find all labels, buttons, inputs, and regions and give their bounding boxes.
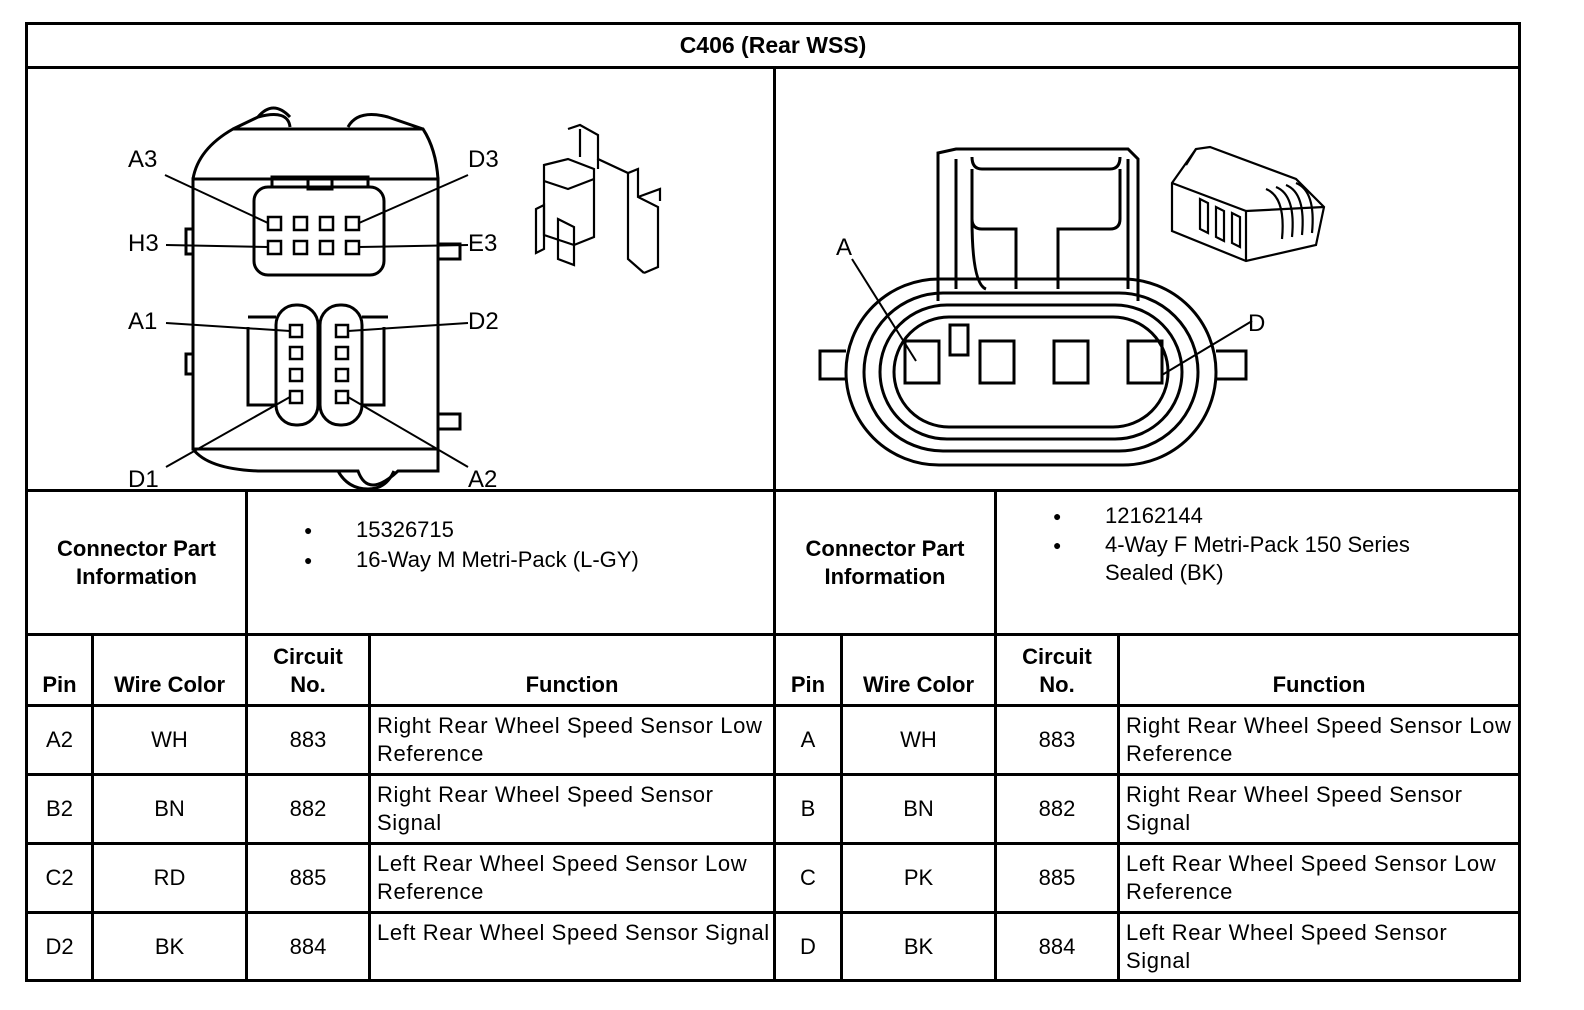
left-part-info-list: 15326715 16-Way M Metri-Pack (L-GY) <box>304 515 639 575</box>
pin-callout-a3: A3 <box>128 146 157 173</box>
pin-callout-d1: D1 <box>128 466 159 489</box>
right-part-description: 4-Way F Metri-Pack 150 Series Sealed (BK… <box>1053 531 1473 587</box>
left-partinfo-divider <box>245 489 248 636</box>
divider-row2-bottom <box>28 842 1518 845</box>
left-connector-diagram: A3 D3 H3 E3 A1 D2 D1 A2 <box>128 106 662 489</box>
right-row-2-function: Right Rear Wheel Speed Sensor Signal <box>1126 782 1463 835</box>
right-row-2-pin: B <box>800 796 816 821</box>
right-col-divider-3 <box>1117 633 1120 982</box>
left-col-divider-1 <box>91 633 94 982</box>
pin-callout-a: A <box>836 234 852 261</box>
left-row-1-function: Right Rear Wheel Speed Sensor Low Refere… <box>377 713 763 766</box>
left-header-function: Function <box>525 672 619 697</box>
left-row-2-circuit: 882 <box>289 796 327 821</box>
pin-callout-d3: D3 <box>468 146 499 173</box>
right-row-3-pin: C <box>800 865 816 890</box>
pin-callout-h3: H3 <box>128 230 159 257</box>
left-part-number: 15326715 <box>304 515 639 545</box>
left-header-wire-color: Wire Color <box>113 672 226 697</box>
divider-diagram-bottom <box>28 489 1518 492</box>
divider-partinfo-bottom <box>28 633 1518 636</box>
right-header-function: Function <box>1272 672 1366 697</box>
divider-row1-bottom <box>28 773 1518 776</box>
pin-callout-e3: E3 <box>468 230 497 257</box>
right-row-4-pin: D <box>800 934 816 959</box>
right-part-info-list: 12162144 4-Way F Metri-Pack 150 Series S… <box>1053 501 1473 587</box>
right-row-4-function: Left Rear Wheel Speed Sensor Signal <box>1126 920 1448 973</box>
right-row-2-circuit: 882 <box>1038 796 1076 821</box>
pin-callout-a2: A2 <box>468 466 497 489</box>
left-row-2-function: Right Rear Wheel Speed Sensor Signal <box>377 782 714 835</box>
right-row-4-circuit: 884 <box>1038 934 1076 959</box>
left-row-4-pin: D2 <box>45 934 74 959</box>
right-row-1-function: Right Rear Wheel Speed Sensor Low Refere… <box>1126 713 1512 766</box>
right-row-3-wire-color: PK <box>903 865 934 890</box>
left-row-4-function: Left Rear Wheel Speed Sensor Signal <box>377 920 770 945</box>
right-part-info-label: Connector Part Information <box>805 535 965 589</box>
left-row-2-pin: B2 <box>46 796 73 821</box>
right-row-3-function: Left Rear Wheel Speed Sensor Low Referen… <box>1126 851 1497 904</box>
right-row-1-circuit: 883 <box>1038 727 1076 752</box>
right-col-divider-1 <box>840 633 843 982</box>
left-row-1-circuit: 883 <box>289 727 327 752</box>
right-connector-diagram: A D <box>818 145 1326 467</box>
left-col-divider-2 <box>245 633 248 982</box>
left-part-description: 16-Way M Metri-Pack (L-GY) <box>304 545 639 575</box>
right-header-circuit: Circuit No. <box>1022 644 1092 697</box>
right-row-3-circuit: 885 <box>1038 865 1076 890</box>
right-row-2-wire-color: BN <box>903 796 934 821</box>
pin-callout-d: D <box>1248 310 1265 337</box>
center-divider <box>773 66 776 982</box>
connector-table: C406 (Rear WSS) <box>25 22 1521 982</box>
left-row-4-circuit: 884 <box>289 934 327 959</box>
left-row-1-pin: A2 <box>46 727 73 752</box>
divider-row3-bottom <box>28 911 1518 914</box>
left-row-4-wire-color: BK <box>154 934 185 959</box>
left-col-divider-3 <box>368 633 371 982</box>
left-row-3-wire-color: RD <box>153 865 186 890</box>
right-header-wire-color: Wire Color <box>862 672 975 697</box>
left-row-3-function: Left Rear Wheel Speed Sensor Low Referen… <box>377 851 748 904</box>
pin-callout-a1: A1 <box>128 308 157 335</box>
left-header-pin: Pin <box>42 672 77 697</box>
right-partinfo-divider <box>994 489 997 636</box>
divider-header-bottom <box>28 704 1518 707</box>
right-row-1-pin: A <box>800 727 816 752</box>
left-row-3-pin: C2 <box>45 865 74 890</box>
left-header-circuit: Circuit No. <box>273 644 343 697</box>
right-header-pin: Pin <box>790 672 826 697</box>
left-row-1-wire-color: WH <box>151 727 188 752</box>
right-row-1-wire-color: WH <box>900 727 937 752</box>
right-col-divider-2 <box>994 633 997 982</box>
pin-callout-d2: D2 <box>468 308 499 335</box>
right-part-number: 12162144 <box>1053 501 1473 531</box>
left-row-3-circuit: 885 <box>289 865 327 890</box>
left-part-info-label: Connector Part Information <box>57 535 216 589</box>
right-row-4-wire-color: BK <box>903 934 934 959</box>
left-row-2-wire-color: BN <box>154 796 185 821</box>
page-title: C406 (Rear WSS) <box>28 25 1518 69</box>
